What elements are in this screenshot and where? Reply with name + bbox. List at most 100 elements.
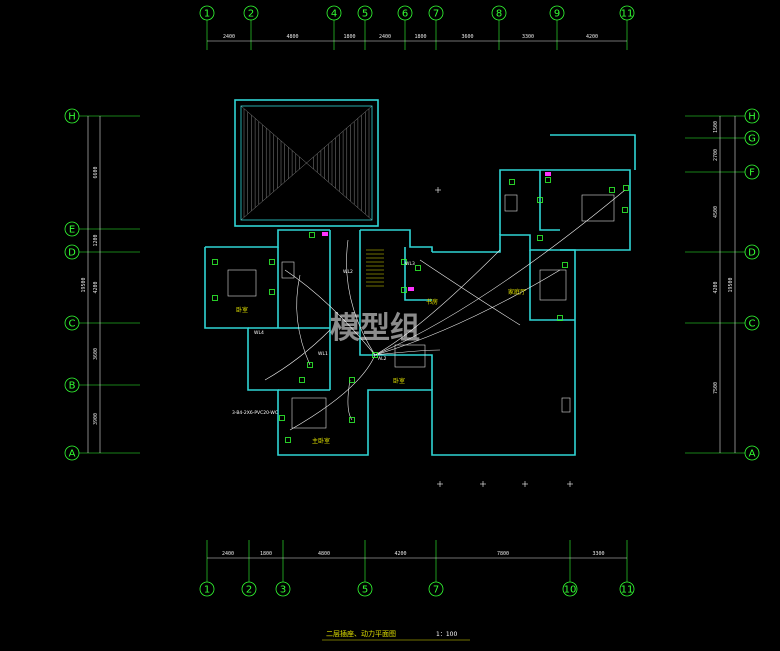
bottom-dim-3: 4200 xyxy=(394,551,406,557)
bottom-axis-7-label: 7 xyxy=(433,585,439,596)
bed-left xyxy=(227,269,257,297)
left-total: 19500 xyxy=(81,277,87,292)
right-axis-H-label: H xyxy=(748,112,756,123)
outlets xyxy=(212,172,629,443)
panel-marker xyxy=(322,232,328,236)
left-axis-C-circle xyxy=(64,315,80,331)
bottom-axis-10-label: 10 xyxy=(564,585,577,596)
note-cable-spec: 3-B4-2X6-PVC20-WC xyxy=(232,410,278,416)
roof-hatch xyxy=(240,105,373,221)
left-axis-C-label: C xyxy=(69,319,76,330)
right-dim-1: 2700 xyxy=(713,149,719,161)
left-axis-E-circle xyxy=(64,221,80,237)
outlet-symbol xyxy=(279,415,285,421)
left-axis-H-label: H xyxy=(68,112,76,123)
room-label-master: 主卧室 xyxy=(312,437,330,445)
right-dim-2: 4500 xyxy=(713,206,719,218)
bottom-dim-2: 4800 xyxy=(318,551,330,557)
outlet-symbol xyxy=(269,289,275,295)
right-axis-C-label: C xyxy=(749,319,756,330)
left-dim-0: 6600 xyxy=(93,166,99,178)
room-label-bedroom-1: 卧室 xyxy=(236,306,248,314)
outlet-symbol xyxy=(349,377,355,383)
wire-7 xyxy=(374,349,441,356)
wire-9 xyxy=(296,274,311,366)
left-axis-B-circle xyxy=(64,377,80,393)
wall-ne-block xyxy=(499,169,631,251)
right-axis-A-label: A xyxy=(749,449,756,460)
right-total: 19500 xyxy=(728,277,734,292)
top-axis-2-circle xyxy=(243,5,259,21)
left-axis-E-label: E xyxy=(69,225,75,236)
outlet-symbol xyxy=(537,197,543,203)
top-dim-4: 1800 xyxy=(414,34,426,40)
drawing-scale: 1：100 xyxy=(436,631,457,638)
right-dim-0: 1500 xyxy=(713,121,719,133)
roof-ridge-2 xyxy=(240,105,373,221)
outlet-symbol xyxy=(622,207,628,213)
left-axis-A-circle xyxy=(64,445,80,461)
note-wl4: WL4 xyxy=(254,330,264,336)
top-axis-4-circle xyxy=(326,5,342,21)
wall-inner-1 xyxy=(248,230,433,390)
outlet-symbol xyxy=(537,235,543,241)
bottom-dim-5: 3300 xyxy=(592,551,604,557)
note-wl3: WL3 xyxy=(405,261,415,267)
top-axis-8-circle xyxy=(491,5,507,21)
top-axis-7-label: 7 xyxy=(433,9,439,20)
top-axis-5-label: 5 xyxy=(362,9,368,20)
outlet-symbol xyxy=(299,377,305,383)
bottom-axis-5-label: 5 xyxy=(362,585,368,596)
furniture xyxy=(227,194,615,429)
outlet-symbol xyxy=(401,259,407,265)
wire-6 xyxy=(289,354,376,431)
left-dim-1: 1200 xyxy=(93,234,99,246)
right-axis-F-label: F xyxy=(749,168,755,179)
wall-inner-3 xyxy=(278,170,560,391)
note-wl2: WL2 xyxy=(343,269,353,275)
outlet-symbol xyxy=(509,179,515,185)
bed-ne xyxy=(581,194,615,222)
outlet-symbol xyxy=(212,295,218,301)
left-axis-D-label: D xyxy=(68,248,76,259)
room-label-bedroom-2: 卧室 xyxy=(393,377,405,385)
bottom-axis-7-circle xyxy=(428,581,444,597)
outlet-symbol xyxy=(307,362,313,368)
outlet-symbol xyxy=(401,287,407,293)
toilet-1 xyxy=(281,261,295,279)
right-axis-D-label: D xyxy=(748,248,756,259)
roof-inner xyxy=(240,105,373,221)
outlet-symbol xyxy=(309,232,315,238)
top-axis-1-label: 1 xyxy=(204,9,210,20)
right-axis-H-circle xyxy=(744,108,760,124)
outlet-symbol xyxy=(372,352,378,358)
room-label-family: 家庭厅 xyxy=(508,288,526,296)
left-dim-3: 3600 xyxy=(93,348,99,360)
wire-5 xyxy=(374,189,626,356)
sofa xyxy=(539,269,567,301)
left-dim-4: 3900 xyxy=(93,413,99,425)
top-axis-2-label: 2 xyxy=(248,9,254,20)
wire-10 xyxy=(419,259,521,326)
outlet-symbol xyxy=(269,259,275,265)
top-dim-7: 4200 xyxy=(586,34,598,40)
top-dim-5: 3600 xyxy=(461,34,473,40)
bottom-axis-1-circle xyxy=(199,581,215,597)
bottom-axis-5-circle xyxy=(357,581,373,597)
top-dim-2: 1800 xyxy=(343,34,355,40)
wall-west xyxy=(204,247,576,456)
outlet-symbol xyxy=(562,262,568,268)
right-axis-C-circle xyxy=(744,315,760,331)
top-axis-1-circle xyxy=(199,5,215,21)
wall-ne-balcony xyxy=(550,134,636,170)
top-dim-6: 3300 xyxy=(522,34,534,40)
wire-3 xyxy=(374,249,501,356)
top-axis-4-label: 4 xyxy=(331,9,337,20)
left-axis-D-circle xyxy=(64,244,80,260)
top-dim-0: 2400 xyxy=(223,34,235,40)
panel-marker xyxy=(545,172,551,176)
bottom-dim-0: 2400 xyxy=(222,551,234,557)
